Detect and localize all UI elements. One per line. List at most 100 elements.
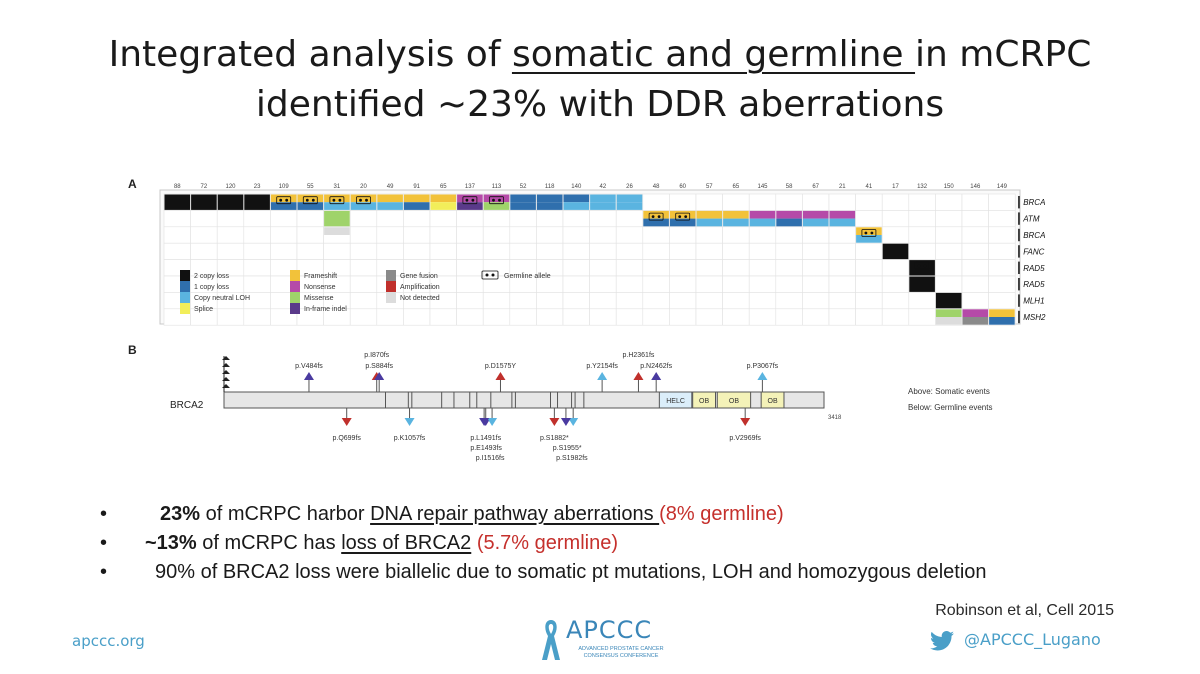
empty-cell — [536, 292, 564, 310]
sample-count-label: 23 — [254, 184, 261, 190]
empty-cell — [669, 259, 697, 277]
alteration-cell — [696, 218, 723, 227]
sample-count-label: 149 — [997, 184, 1008, 190]
empty-cell — [802, 226, 830, 244]
alteration-cell — [749, 218, 776, 227]
bullet-item: • ~13% of mCRPC has loss of BRCA2 (5.7% … — [100, 529, 1180, 558]
germline-dot — [491, 273, 495, 277]
empty-cell — [748, 226, 777, 244]
germline-marker — [462, 196, 478, 205]
empty-cell — [881, 210, 910, 228]
empty-cell — [562, 226, 590, 244]
empty-cell — [589, 308, 617, 326]
empty-cell — [270, 226, 298, 244]
alteration-cell — [935, 309, 962, 317]
germline-dot — [285, 198, 289, 202]
germline-dot — [917, 264, 921, 268]
empty-cell — [748, 259, 777, 277]
gene-label: BRCA — [1023, 198, 1045, 207]
empty-cell — [536, 242, 564, 260]
website-link[interactable]: apccc.org — [72, 632, 145, 650]
alteration-cell — [829, 218, 856, 227]
empty-cell — [881, 308, 910, 326]
germline-dot — [657, 215, 661, 218]
gene-label-bar — [1018, 245, 1020, 258]
empty-cell — [190, 242, 218, 260]
empty-cell — [376, 242, 404, 260]
empty-cell — [376, 210, 404, 228]
germline-marker — [861, 229, 877, 237]
bullet-germline: (5.7% germline) — [471, 532, 618, 554]
germline-marker — [914, 261, 930, 270]
alteration-cell — [164, 194, 191, 210]
empty-cell — [828, 275, 856, 293]
mutation-label: p.D1575Y — [485, 363, 516, 370]
panel-b-label: B — [128, 343, 137, 357]
empty-cell — [881, 275, 910, 293]
apccc-logo: APCCC ADVANCED PROSTATE CANCER CONSENSUS… — [540, 616, 680, 666]
empty-cell — [935, 275, 963, 293]
sample-count-label: 48 — [653, 184, 660, 190]
mutation-marker — [633, 372, 644, 380]
empty-cell — [748, 193, 777, 211]
germline-dot — [492, 198, 495, 202]
empty-cell — [988, 292, 1016, 310]
alteration-cell — [962, 317, 989, 325]
empty-cell — [802, 259, 830, 277]
empty-cell — [349, 292, 378, 310]
empty-cell — [456, 259, 484, 277]
stacked-mark — [222, 356, 230, 360]
empty-cell — [828, 226, 856, 244]
empty-cell — [456, 308, 484, 326]
empty-cell — [216, 242, 245, 260]
legend-swatch — [180, 292, 190, 303]
empty-cell — [482, 210, 511, 228]
bullet-stat: ~13% — [145, 532, 197, 554]
empty-cell — [855, 308, 883, 326]
sample-count-label: 150 — [944, 184, 955, 190]
mutation-label: p.S884fs — [365, 363, 393, 370]
empty-cell — [482, 292, 511, 310]
empty-cell — [243, 242, 271, 260]
empty-cell — [482, 308, 511, 326]
empty-cell — [961, 259, 989, 277]
mutation-marker — [303, 372, 314, 380]
empty-cell — [615, 226, 644, 244]
alteration-cell — [297, 202, 324, 210]
empty-cell — [855, 275, 883, 293]
empty-cell — [482, 226, 511, 244]
title-text-underlined: somatic and germline — [511, 34, 916, 75]
alteration-cell — [643, 210, 669, 219]
alteration-cell — [856, 235, 882, 243]
legend-label: Germline allele — [504, 273, 551, 280]
alteration-cell — [723, 218, 749, 227]
germline-marker — [356, 196, 371, 205]
empty-cell — [722, 292, 750, 310]
empty-cell — [802, 308, 830, 326]
germline-dot — [485, 273, 489, 277]
alteration-cell — [510, 202, 536, 210]
empty-cell — [828, 242, 856, 260]
empty-cell — [270, 210, 298, 228]
awareness-ribbon-icon — [542, 620, 560, 660]
germline-dot — [332, 198, 336, 202]
alteration-cell — [536, 202, 563, 210]
germline-dot — [684, 215, 688, 218]
gene-label-bar — [1018, 294, 1020, 307]
legend-label: Copy neutral LOH — [194, 295, 250, 302]
sample-count-label: 137 — [465, 184, 476, 190]
legend-swatch — [290, 292, 300, 303]
germline-dot — [465, 198, 469, 202]
sample-count-label: 113 — [492, 184, 502, 190]
twitter-handle-link[interactable]: @APCCC_Lugano — [930, 628, 1120, 654]
germline-dot — [923, 264, 927, 268]
sample-count-label: 42 — [600, 184, 607, 190]
empty-cell — [881, 226, 910, 244]
germline-marker — [489, 196, 504, 205]
sample-count-label: 67 — [812, 184, 819, 190]
alteration-cell — [563, 202, 590, 210]
empty-cell — [828, 292, 856, 310]
protein-domain — [692, 391, 717, 409]
citation: Robinson et al, Cell 2015 — [935, 602, 1114, 619]
